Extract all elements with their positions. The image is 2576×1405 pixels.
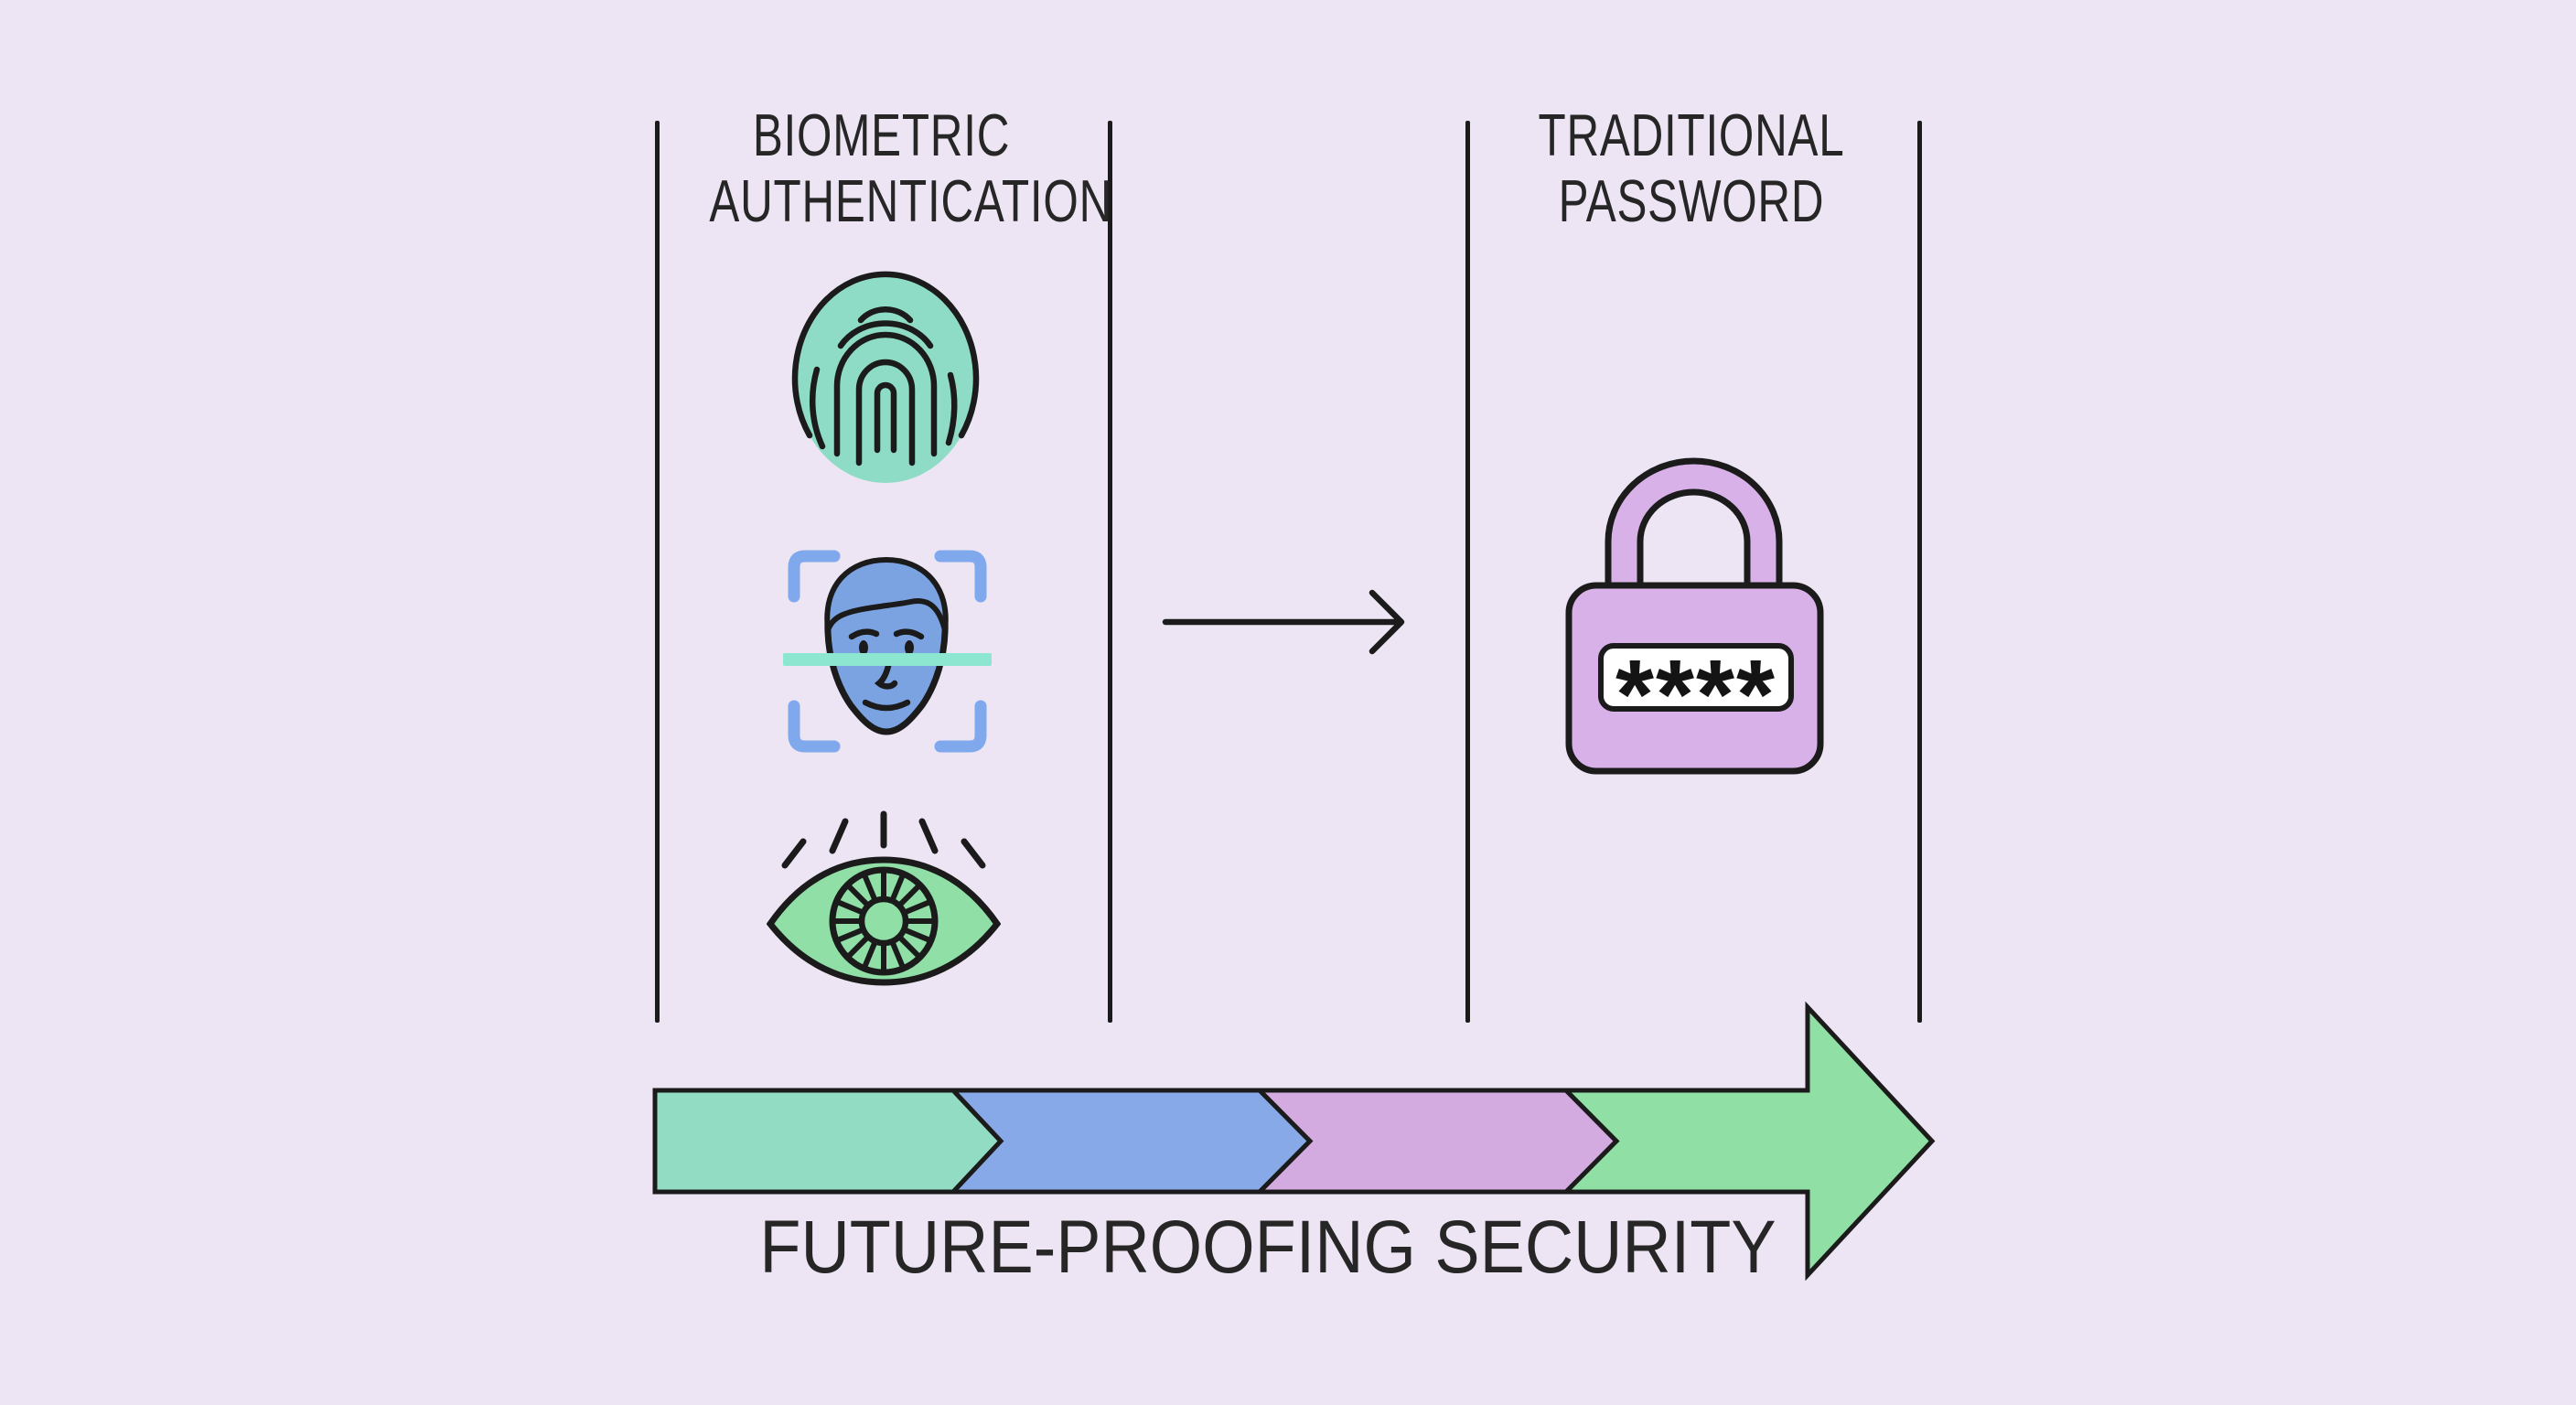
divider-line-left-outer xyxy=(655,121,660,1023)
fingerprint-ridges xyxy=(791,271,980,467)
scan-line xyxy=(783,653,992,666)
eyelashes xyxy=(781,810,986,869)
face xyxy=(824,556,949,735)
traditional-title-line2: PASSWORD xyxy=(1558,167,1825,234)
eye-shape xyxy=(767,810,1001,986)
arrow-right-icon xyxy=(1162,589,1405,655)
divider-line-right-outer xyxy=(1917,121,1922,1023)
fingerprint-icon xyxy=(791,271,980,483)
password-field xyxy=(1598,643,1794,712)
divider-line-left-inner xyxy=(1108,121,1112,1023)
password-mask-text: **** xyxy=(1615,638,1776,749)
timeline-segment-3 xyxy=(1254,1088,1620,1195)
traditional-column-title: TRADITIONAL PASSWORD xyxy=(1519,102,1862,234)
traditional-title-line1: TRADITIONAL xyxy=(1538,102,1845,168)
caption-future-proofing-security: FUTURE-PROOFING SECURITY xyxy=(759,1206,1776,1289)
padlock-icon: **** xyxy=(1565,457,1824,775)
timeline-segment-4-arrowhead xyxy=(1561,1001,1936,1282)
face-scan-icon xyxy=(783,550,992,753)
timeline-arrow xyxy=(652,1001,1936,1282)
timeline-segment-2 xyxy=(948,1088,1314,1195)
biometric-title-line1: BIOMETRIC xyxy=(752,102,1011,168)
timeline-segment-1 xyxy=(652,1088,1004,1195)
divider-line-right-inner xyxy=(1465,121,1470,1023)
scan-frame-corners xyxy=(788,550,987,753)
eye-icon xyxy=(767,810,1001,986)
biometric-column-title: BIOMETRIC AUTHENTICATION xyxy=(709,102,1113,234)
biometric-title-line2: AUTHENTICATION xyxy=(709,167,1113,234)
